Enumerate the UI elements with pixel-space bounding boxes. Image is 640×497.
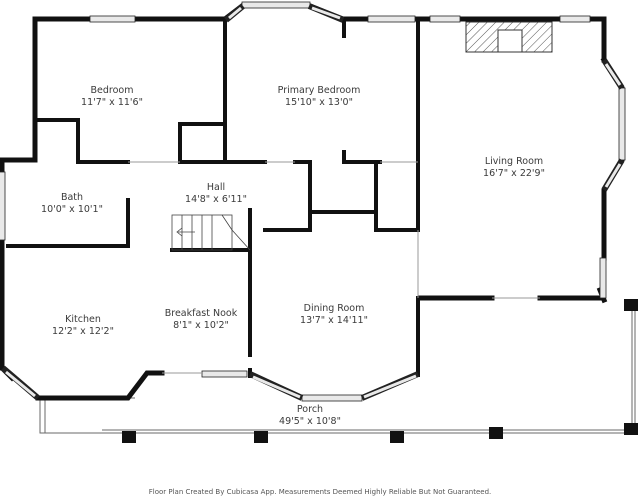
room-name-breakfast-nook: Breakfast Nook [165,308,238,319]
bay-window-panes [5,6,622,399]
door-gaps [128,161,540,374]
room-dims-kitchen: 12'2" x 12'2" [52,326,114,337]
room-name-kitchen: Kitchen [65,314,101,325]
room-name-porch: Porch [297,404,323,415]
footer-disclaimer: Floor Plan Created By Cubicasa App. Meas… [148,488,492,496]
staircase [171,214,251,251]
room-dims-bath: 10'0" x 10'1" [41,204,103,215]
room-dims-bedroom: 11'7" x 11'6" [81,97,143,108]
room-dims-hall: 14'8" x 6'11" [185,194,247,205]
windows [0,1,626,402]
porch-posts [122,299,638,443]
room-dims-breakfast-nook: 8'1" x 10'2" [173,320,229,331]
room-dims-dining-room: 13'7" x 14'11" [300,315,368,326]
room-name-living-room: Living Room [485,156,543,167]
room-dims-living-room: 16'7" x 22'9" [483,168,545,179]
room-name-bath: Bath [61,192,83,203]
room-dims-porch: 49'5" x 10'8" [279,416,341,427]
room-name-bedroom: Bedroom [91,85,134,96]
fireplace [465,21,553,53]
room-name-hall: Hall [207,182,225,193]
room-name-primary-bedroom: Primary Bedroom [278,85,361,96]
room-dims-primary-bedroom: 15'10" x 13'0" [285,97,353,108]
bay-windows [1,3,625,401]
room-name-dining-room: Dining Room [304,303,365,314]
interior-walls [0,17,420,378]
room-labels: Bedroom 11'7" x 11'6" Primary Bedroom 15… [41,85,545,427]
